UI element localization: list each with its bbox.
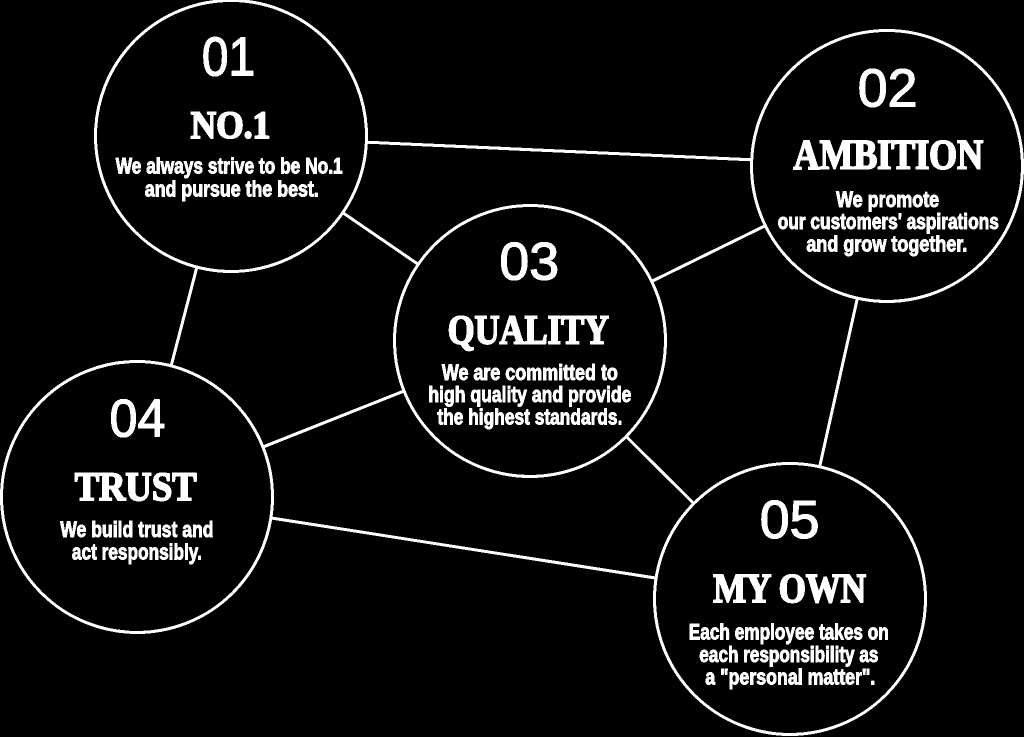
svg-text:the highest standards.: the highest standards. — [437, 405, 622, 430]
svg-text:a "personal matter".: a "personal matter". — [705, 664, 875, 689]
svg-text:NO.1: NO.1 — [191, 103, 271, 147]
svg-text:AMBITION: AMBITION — [794, 133, 984, 179]
svg-text:each responsibility as: each responsibility as — [699, 642, 878, 667]
svg-text:We promote: We promote — [836, 187, 939, 212]
svg-text:and pursue the best.: and pursue the best. — [145, 177, 319, 202]
svg-text:and grow together.: and grow together. — [806, 232, 967, 257]
svg-text:02: 02 — [858, 59, 918, 119]
svg-text:04: 04 — [110, 390, 166, 449]
svg-text:QUALITY: QUALITY — [448, 307, 609, 353]
svg-text:our customers' aspirations: our customers' aspirations — [778, 209, 999, 234]
svg-text:We are committed to: We are committed to — [442, 360, 618, 385]
svg-text:03: 03 — [499, 233, 559, 292]
svg-text:We always strive to be No.1: We always strive to be No.1 — [116, 154, 343, 179]
svg-text:high quality and provide: high quality and provide — [428, 382, 631, 407]
svg-text:We build trust and: We build trust and — [60, 517, 213, 542]
svg-text:MY OWN: MY OWN — [713, 565, 866, 611]
svg-text:Each employee takes on: Each employee takes on — [689, 620, 889, 645]
svg-text:05: 05 — [760, 490, 820, 550]
svg-text:act responsibly.: act responsibly. — [72, 539, 202, 564]
svg-text:01: 01 — [202, 26, 255, 87]
svg-text:TRUST: TRUST — [75, 464, 197, 509]
